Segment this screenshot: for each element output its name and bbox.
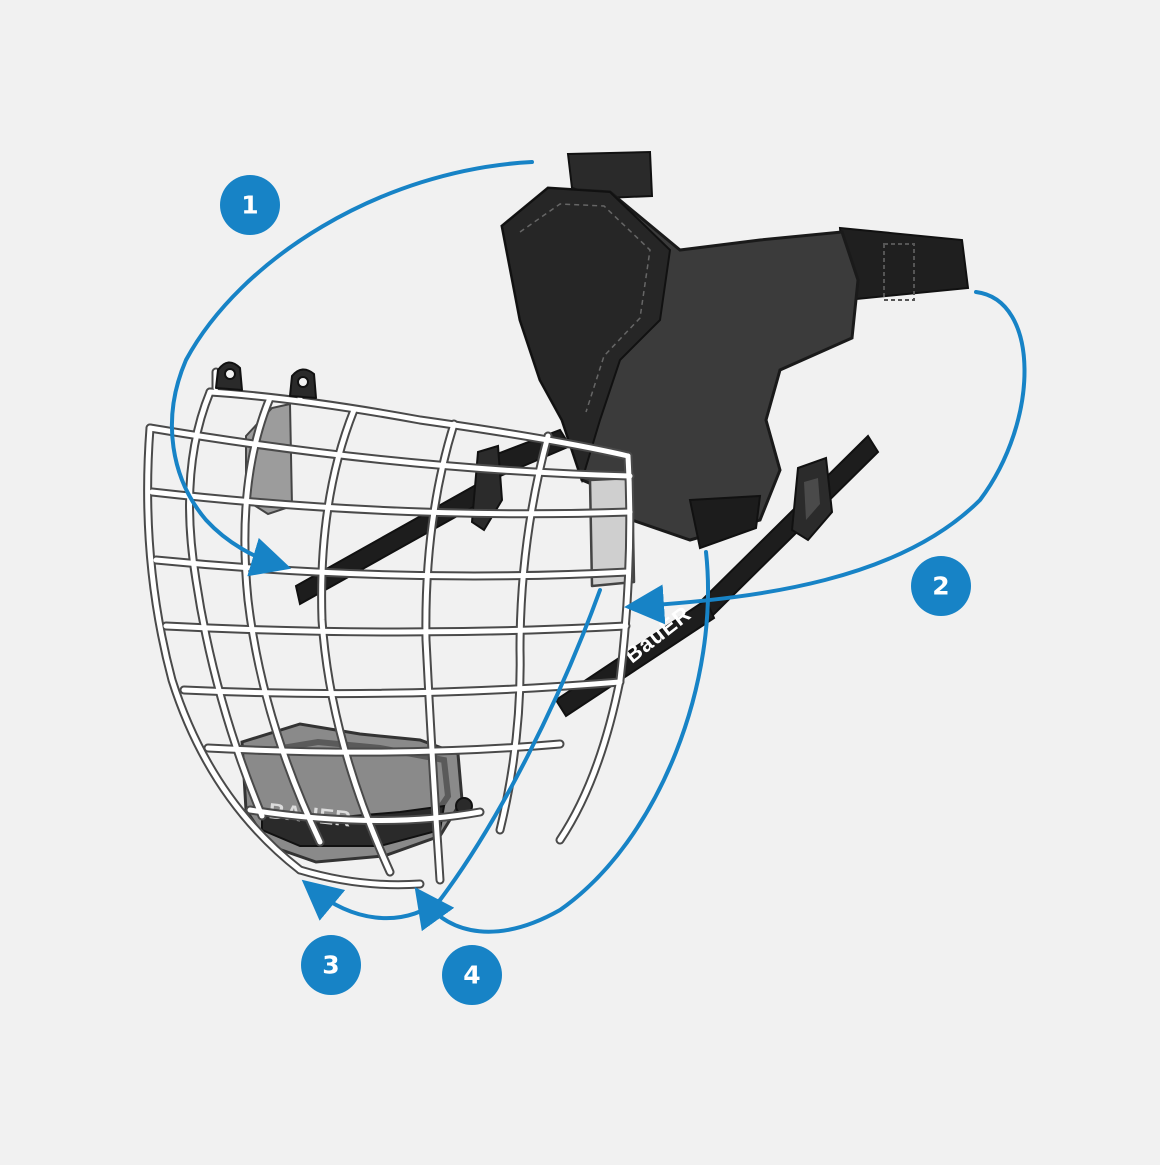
step-2-number: 2 [932,572,949,601]
neck-guard-pad [500,150,970,550]
step-3-number: 3 [322,951,339,980]
step-1-badge: 1 [220,175,280,235]
cage-top-clips [215,361,317,399]
step-3-badge: 3 [301,935,361,995]
step-2-arrow [624,290,1027,625]
step-2-badge: 2 [911,556,971,616]
step-4-number: 4 [463,961,480,990]
step-4-arrow [414,550,711,934]
step-1-arrow [169,160,534,577]
step-4-badge: 4 [442,945,502,1005]
step-3-arrow [301,588,602,921]
step-arrows [169,160,1027,934]
step-1-number: 1 [241,191,258,220]
wire-cage [143,361,635,890]
